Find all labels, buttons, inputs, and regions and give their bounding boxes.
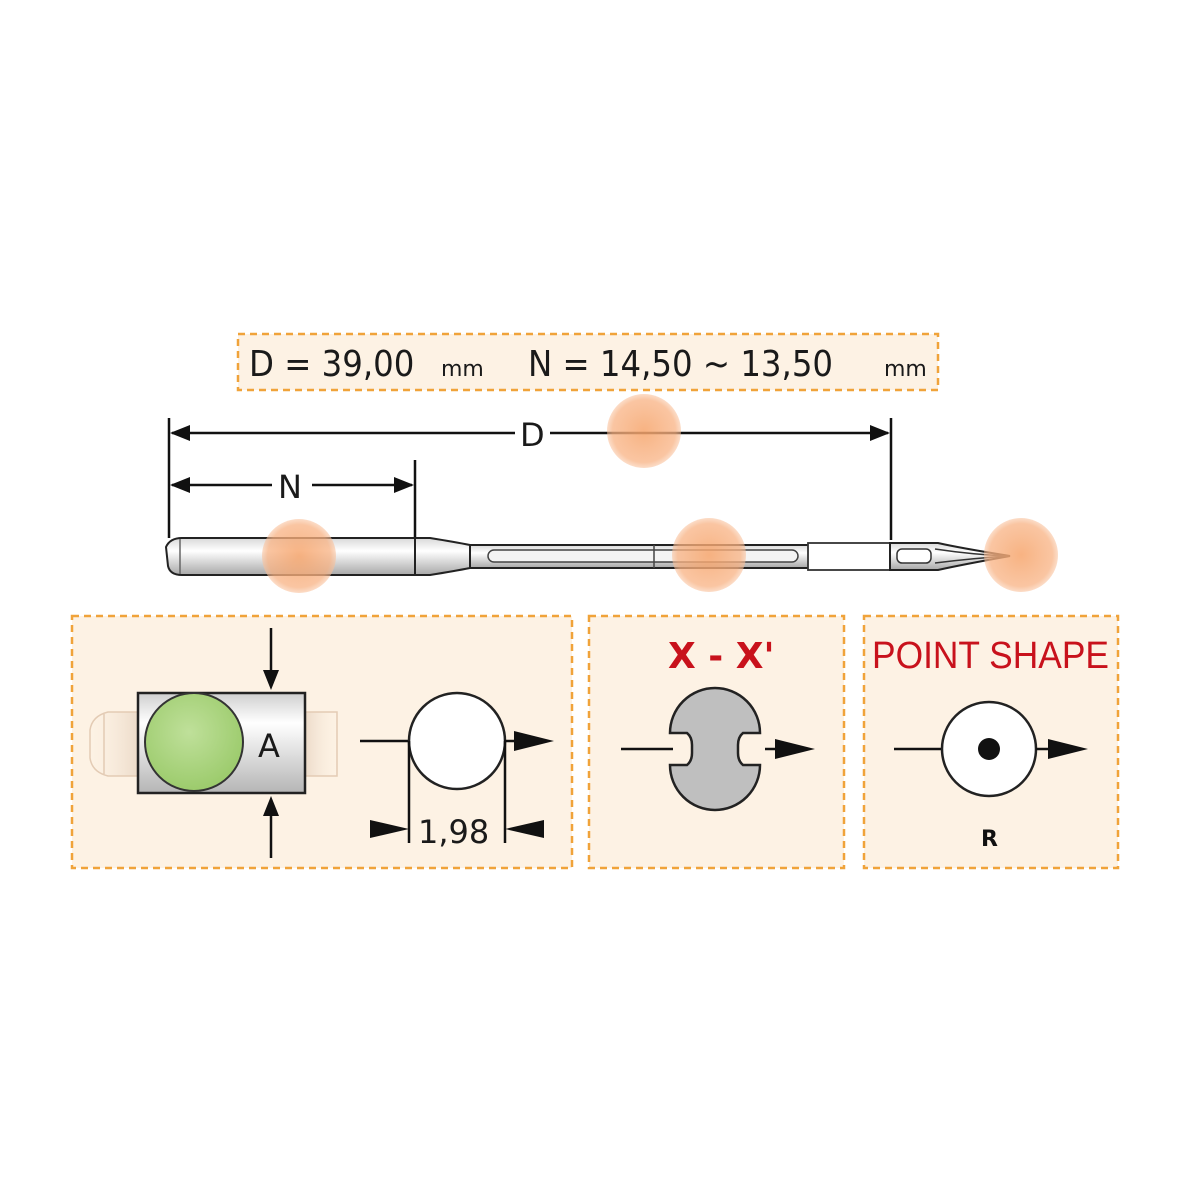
point-shape-title: POINT SHAPE (872, 635, 1109, 677)
marker-top (607, 394, 681, 468)
cross-section-title: X - X' (668, 636, 775, 677)
needle-eye (896, 548, 932, 564)
diameter-arrow-right (505, 820, 544, 838)
dimension-n-label: N (278, 468, 302, 506)
shank-arrow-top (263, 670, 279, 690)
arrow-d-left (170, 425, 190, 441)
cross-section-shape (668, 686, 762, 812)
marker-blade (672, 518, 746, 592)
shank-flat-circle (144, 692, 244, 792)
spec-header: D = 39,00 mm N = 14,50 ~ 13,50 mm (236, 332, 940, 392)
spec-header-box (236, 332, 940, 392)
spec-d-unit: mm (441, 357, 484, 382)
point-shape-code: R (981, 827, 998, 852)
shank-arrow-bottom (263, 796, 279, 816)
arrow-n-left (170, 477, 190, 493)
long-groove (487, 549, 799, 563)
shank-label-a: A (258, 727, 280, 765)
shank-fade-right (304, 711, 338, 777)
diameter-value: 1,98 (418, 813, 489, 851)
arrow-d-right (870, 425, 890, 441)
point-shape-dot (978, 738, 1000, 760)
spec-d-value: D = 39,00 (249, 344, 414, 385)
spec-n-value: N = 14,50 ~ 13,50 (528, 344, 833, 385)
spec-n-unit: mm (884, 357, 927, 382)
cross-section-panel: X - X' (587, 614, 846, 870)
marker-point (984, 518, 1058, 592)
cross-section-arrow (775, 739, 815, 759)
dimension-d-label: D (520, 416, 545, 454)
diameter-direction-arrow (514, 731, 554, 751)
arrow-n-right (394, 477, 414, 493)
diameter-arrow-left (370, 820, 409, 838)
dimension-lines (167, 418, 893, 540)
point-shape-panel: POINT SHAPE R (862, 614, 1120, 870)
shank-fade-left (89, 711, 139, 777)
shank-panel: A 1,98 (70, 614, 574, 870)
orange-markers (262, 394, 1058, 593)
point-shape-arrow (1048, 739, 1088, 759)
needle-taper (414, 537, 471, 576)
diameter-circle (407, 691, 507, 791)
needle-scarf (807, 542, 891, 571)
marker-shank (262, 519, 336, 593)
